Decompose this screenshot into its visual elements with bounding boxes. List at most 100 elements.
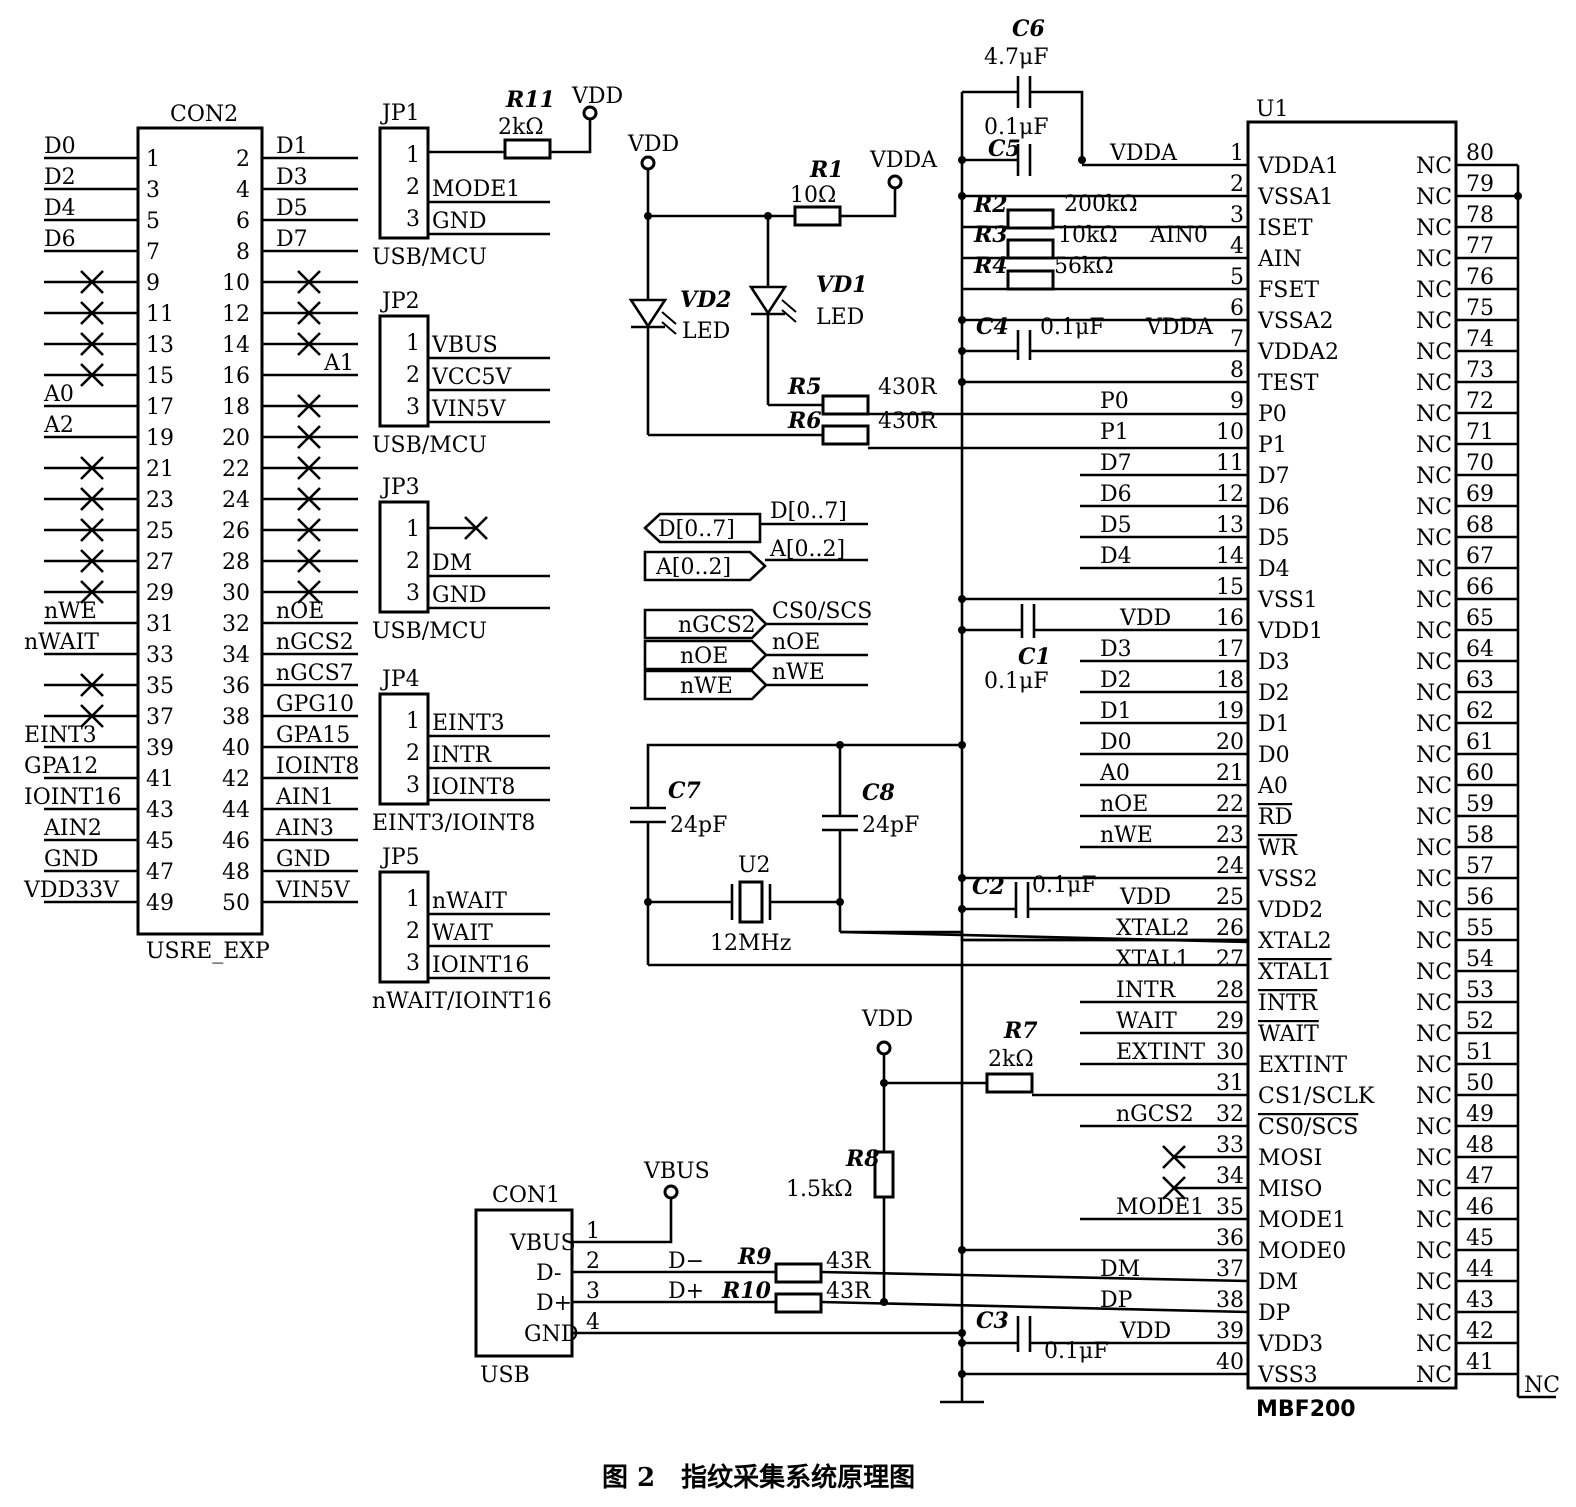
u1-pin-name: P1 <box>1258 433 1287 458</box>
u1-mbf200-chip: U1 MBF200 1VDDA1VDDA2VSSA13ISET4AIN5FSET… <box>648 97 1560 1422</box>
r6-body <box>821 424 870 446</box>
no-connect-mark <box>80 332 104 356</box>
u1-nc-pin-number: 63 <box>1466 668 1494 693</box>
u1-nc-pin-number: 58 <box>1466 823 1494 848</box>
con1-pin-number: 2 <box>586 1249 600 1274</box>
u1-pin-net: D2 <box>1100 668 1132 693</box>
u1-nc-label: NC <box>1416 712 1452 737</box>
u1-pin-number: 13 <box>1216 513 1244 538</box>
r1-body <box>793 205 842 227</box>
r5-value: 430R <box>878 375 938 400</box>
con2-pin-net: nGCS7 <box>276 661 354 686</box>
con2-pin-net: D1 <box>276 134 308 159</box>
u1-pin-name: D6 <box>1258 495 1290 520</box>
u1-pin-number: 29 <box>1216 1009 1244 1034</box>
u1-nc-label: NC <box>1416 1146 1452 1171</box>
u1-pin-wire <box>820 1270 1249 1283</box>
u1-pin-wire <box>820 1300 1249 1314</box>
con2-pin-number: 34 <box>222 643 250 668</box>
u1-pin-net: P0 <box>1100 389 1129 414</box>
u1-nc-pin-number: 59 <box>1466 792 1494 817</box>
logic-port <box>643 608 768 640</box>
u1-nc-pin-number: 79 <box>1466 172 1494 197</box>
u1-pin-number: 25 <box>1216 885 1244 910</box>
jumper-body <box>378 314 430 428</box>
con2-pin-net: IOINT16 <box>24 785 121 810</box>
jumper-pin-number: 1 <box>406 887 420 912</box>
con2-pin-net: nWAIT <box>24 630 99 655</box>
vd1-symbol <box>748 285 788 316</box>
con2-pin-number: 13 <box>146 333 174 358</box>
u1-pin-name: VDD1 <box>1257 619 1323 644</box>
r1-wire-right <box>840 188 897 218</box>
u1-nc-label: NC <box>1416 836 1452 861</box>
c3-ref: C3 <box>976 1308 1009 1334</box>
junction <box>958 1339 966 1347</box>
u1-pin-number: 14 <box>1216 544 1244 569</box>
u1-nc-label: NC <box>1416 464 1452 489</box>
u1-pin-net: nWE <box>1100 823 1153 848</box>
no-connect-mark <box>464 516 488 540</box>
u1-ref: U1 <box>1256 97 1289 122</box>
con2-body <box>136 126 264 936</box>
u1-pin-number: 37 <box>1216 1257 1244 1282</box>
u1-nc-label: NC <box>1416 1301 1452 1326</box>
con2-pin-number: 16 <box>222 364 250 389</box>
jumper-ref: JP4 <box>380 667 420 692</box>
usb-pullup-section: VDD R7 2kΩ R8 1.5kΩ <box>786 1007 1038 1306</box>
con2-pin-net: AIN2 <box>43 816 102 841</box>
logic-port-label: nOE <box>680 644 728 669</box>
c5-ref: C5 <box>988 136 1021 162</box>
u1-pin-net: D6 <box>1100 482 1132 507</box>
c6-ref: C6 <box>1012 16 1045 42</box>
u1-nc-pin-number: 66 <box>1466 575 1494 600</box>
con2-pin-net: A0 <box>43 382 74 407</box>
r3-body <box>1006 238 1055 260</box>
jumper-name: EINT3/IOINT8 <box>372 811 535 836</box>
u1-pin-name: VDDA2 <box>1257 340 1339 365</box>
con2-pin-number: 8 <box>236 240 250 265</box>
con2-pin-number: 21 <box>146 457 174 482</box>
u1-nc-pin-number: 55 <box>1466 916 1494 941</box>
u1-nc-label: NC <box>1416 402 1452 427</box>
u1-nc-pin-number: 52 <box>1466 1009 1494 1034</box>
con2-pin-net: A1 <box>323 351 354 376</box>
u1-pin-name: AIN <box>1257 247 1302 272</box>
u1-pin-name: MODE0 <box>1258 1239 1346 1264</box>
u1-nc-pin-number: 74 <box>1466 327 1494 352</box>
u1-nc-pin-number: 80 <box>1466 141 1494 166</box>
no-connect-mark <box>80 270 104 294</box>
jumper-name: nWAIT/IOINT16 <box>372 989 552 1014</box>
d-bus-port <box>643 512 762 544</box>
u1-nc-label: NC <box>1416 1239 1452 1264</box>
jumper-pin-net: VCC5V <box>431 365 513 390</box>
r11-resistor: R11 2kΩ VDD <box>428 84 623 160</box>
vbus-label: VBUS <box>643 1159 710 1184</box>
r1-value: 10Ω <box>790 183 836 208</box>
u1-pin-number: 12 <box>1216 482 1244 507</box>
u1-pin-name: TEST <box>1258 371 1319 396</box>
jumper-pin-net: VIN5V <box>431 397 507 422</box>
u1-nc-label: NC <box>1416 1208 1452 1233</box>
u1-pin-number: 40 <box>1216 1350 1244 1375</box>
jumper-pin-number: 1 <box>406 331 420 356</box>
jumper-pin-net: nWAIT <box>432 889 507 914</box>
u1-pin-number: 34 <box>1216 1164 1244 1189</box>
con1-pin-number: 1 <box>586 1219 600 1244</box>
no-connect-mark <box>297 301 321 325</box>
jumper-pin-number: 3 <box>406 773 420 798</box>
con2-pin-number: 11 <box>146 302 174 327</box>
con2-pin-number: 45 <box>146 829 174 854</box>
u1-pin-number: 27 <box>1216 947 1244 972</box>
no-connect-mark <box>80 549 104 573</box>
u1-pin-number: 32 <box>1216 1102 1244 1127</box>
u1-nc-label: NC <box>1416 650 1452 675</box>
con2-pin-number: 18 <box>222 395 250 420</box>
u1-pin-name: D2 <box>1258 681 1290 706</box>
u1-right-pins: NC80NC79NC78NC77NC76NC75NC74NC73NC72NC71… <box>1416 141 1518 1388</box>
c6-value: 4.7μF <box>984 45 1049 70</box>
jumper-pin-net: EINT3 <box>432 711 505 736</box>
u1-pin-number: 39 <box>1216 1319 1244 1344</box>
